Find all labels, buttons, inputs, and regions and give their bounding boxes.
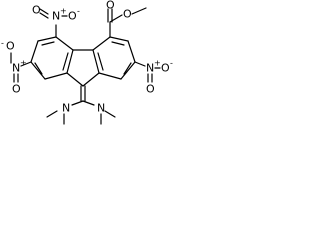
nitro-o-double: O (146, 83, 155, 96)
structure-svg: N N N + O - O N + O - O O O (1, 0, 173, 125)
double-bond-inner (34, 62, 43, 75)
bond (109, 36, 129, 42)
methyl-bond (104, 110, 116, 118)
right-ring (72, 36, 136, 80)
minus-charge: - (170, 59, 173, 68)
bond (44, 72, 68, 80)
nitro-o: O (68, 10, 77, 23)
bond (30, 61, 46, 80)
ester-group: O O (106, 0, 147, 38)
double-bond-inner (123, 62, 132, 75)
bond (66, 49, 74, 74)
amine-right-n: N (97, 102, 105, 115)
double-bond-inner (41, 41, 55, 46)
bond (127, 40, 136, 63)
bond (82, 100, 95, 106)
five-ring (66, 72, 100, 87)
double-bond-inner (97, 52, 104, 71)
left-ring (30, 36, 74, 80)
amine-left-n: N (62, 102, 70, 115)
methyl-bond (46, 110, 58, 118)
plus-charge: + (154, 59, 161, 68)
plus-charge: + (60, 7, 67, 16)
nitro-mid-left: N + O - O (1, 39, 32, 96)
bond (82, 72, 100, 87)
double-bond-inner (111, 41, 125, 46)
ester-carbonyl-o: O (106, 0, 115, 12)
bond (120, 61, 136, 80)
bond (98, 72, 122, 80)
bond (37, 36, 57, 42)
bond (109, 14, 123, 23)
amidine-group: N N (46, 85, 116, 125)
double-bond-inner (62, 52, 69, 71)
nitro-n: N (146, 62, 154, 75)
nitro-o: O (161, 62, 170, 75)
bond (92, 49, 100, 74)
bond (92, 36, 111, 51)
bond (134, 61, 146, 67)
nitro-n: N (12, 62, 20, 75)
bond (55, 36, 74, 51)
ester-ether-o: O (123, 8, 132, 21)
nitro-o-double: O (32, 4, 41, 17)
bond (66, 72, 84, 87)
minus-charge: - (1, 39, 4, 48)
nitro-n: N (52, 10, 60, 23)
plus-charge: + (20, 59, 27, 68)
minus-charge: - (77, 7, 80, 16)
nitro-right: N + O - O (134, 59, 173, 96)
molecule-diagram: N N N + O - O N + O - O O O (0, 0, 177, 126)
bond (71, 100, 84, 106)
bond (20, 61, 32, 67)
bond (30, 40, 39, 63)
nitro-o-double: O (12, 83, 21, 96)
double-bond (39, 8, 49, 15)
methyl-bond (131, 7, 147, 15)
nitro-o: O (6, 40, 15, 53)
double-bond (39, 12, 49, 19)
nitro-top-left: N + O - O (32, 4, 80, 38)
